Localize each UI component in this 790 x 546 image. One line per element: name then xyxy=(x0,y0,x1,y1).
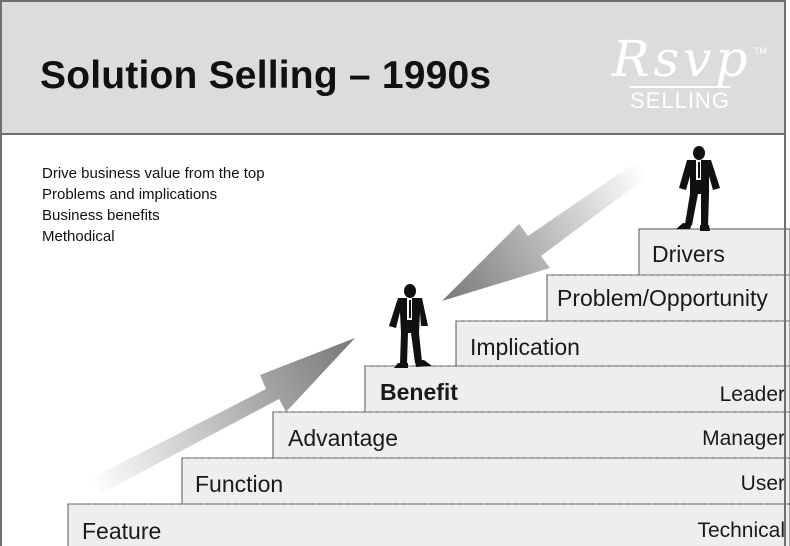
bullet-list: Drive business value from the top Proble… xyxy=(42,163,265,247)
businessman-silhouette-icon xyxy=(676,146,720,231)
header-band: Solution Selling – 1990s Rsvp TM SELLING xyxy=(2,2,784,135)
step-advantage xyxy=(272,411,790,459)
step-drivers xyxy=(638,228,790,276)
upward-arrow xyxy=(88,338,355,493)
page-title: Solution Selling – 1990s xyxy=(40,54,492,97)
step-label-drivers: Drivers xyxy=(652,241,725,267)
logo-script-text: Rsvp xyxy=(612,30,752,88)
step-implication xyxy=(455,320,790,367)
staircase-steps xyxy=(67,228,790,546)
step-label-benefit: Benefit xyxy=(380,379,458,405)
step-label-implication: Implication xyxy=(470,334,580,360)
step-label-function: Function xyxy=(195,471,284,497)
logo-subtitle: SELLING xyxy=(630,86,730,113)
role-label-manager: Manager xyxy=(702,427,785,450)
rsvp-selling-logo: Rsvp TM SELLING xyxy=(606,30,786,120)
businessman-silhouette-icon xyxy=(389,284,432,368)
role-label-technical: Technical xyxy=(697,519,785,542)
bullet-item: Drive business value from the top xyxy=(42,165,265,182)
bullet-item: Problems and implications xyxy=(42,186,218,203)
step-label-problem-opportunity: Problem/Opportunity xyxy=(557,285,768,311)
step-label-advantage: Advantage xyxy=(288,425,398,451)
downward-arrow xyxy=(442,162,648,301)
role-label-leader: Leader xyxy=(719,383,785,406)
bullet-item: Methodical xyxy=(42,228,115,245)
bullet-item: Business benefits xyxy=(42,207,160,224)
step-dividers xyxy=(69,274,790,505)
role-label-user: User xyxy=(740,472,785,495)
step-label-feature: Feature xyxy=(82,518,162,544)
step-problem xyxy=(546,274,790,322)
logo-trademark: TM xyxy=(754,46,767,56)
step-function xyxy=(181,457,790,505)
